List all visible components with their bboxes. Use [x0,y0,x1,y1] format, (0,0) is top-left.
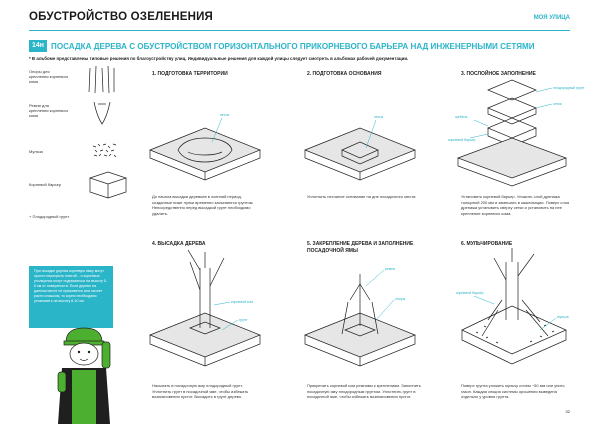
step-2-title: 2. ПОДГОТОВКА ОСНОВАНИЯ [307,71,382,77]
step-5-caption: Прикрепить корневой ком ремнями к крепле… [307,383,421,399]
step-4-title: 4. ВЫСАДКА ДЕРЕВА [152,241,206,247]
mascot-worker-illustration [57,327,111,424]
step-6-illustration: корневой барьер мульча [456,248,569,365]
step-5-title: 5. ЗАКРЕПЛЕНИЕ ДЕРЕВА И ЗАПОЛНЕНИЕ ПОСАД… [307,241,414,254]
step-5-illustration: ремни опоры [304,267,416,367]
annotation-s4-a: корневой ком [231,300,254,304]
page-number: 32 [565,409,570,414]
strap-icon [93,101,111,125]
step-2-caption: Уплотнить песчаное основание на дне поса… [307,194,417,199]
annotation-s3-d: корневой барьер [448,138,476,142]
annotation-s5-a: ремни [385,267,395,271]
step-3-title: 3. ПОСЛОЙНОЕ ЗАПОЛНЕНИЕ [461,71,536,77]
step-1-caption: До начала высадки деревьев в осенний пер… [152,194,254,216]
step-6-caption: Поверх грунта уложить мульчу слоем ~50 м… [461,383,565,399]
step-3-illustration: плодородный грунт сетка щебень корневой … [448,79,585,187]
annotation-s3-a: плодородный грунт [553,86,585,90]
brand-label: МОЯ УЛИЦА [533,15,570,21]
annotation-s6-b: мульча [557,315,569,319]
step-3-caption: Установить корневой барьер. Уложить слой… [461,194,570,216]
legend-label-barrier: Корневой барьер [29,182,62,187]
step-1-illustration: песок [149,113,261,181]
annotation-s1: песок [220,113,230,117]
legend-label-supports: Опоры для крепления корневого кома [29,69,69,84]
root-barrier-icon [88,171,128,199]
annotation-s2: песок [374,115,384,119]
annotation-s5-b: опоры [395,297,406,301]
note-text: * В альбоме представлены типовые решения… [29,56,409,61]
step-4-illustration: корневой ком грунт [149,249,261,367]
step-6-title: 6. МУЛЬЧИРОВАНИЕ [461,241,513,247]
page-title: ОБУСТРОЙСТВО ОЗЕЛЕНЕНИЯ [29,11,214,23]
section-code-badge: 14н [29,40,48,52]
legend-label-straps: Ремни для крепления корневого кома [29,103,69,118]
legend-label-mulch: Мульча [29,149,43,154]
section-title: ПОСАДКА ДЕРЕВА С ОБУСТРОЙСТВОМ ГОРИЗОНТА… [51,41,535,51]
support-stakes-icon [88,65,115,94]
step-4-caption: Насыпать в посадочную яму плодородный гр… [152,383,249,399]
header-rule [29,30,570,31]
annotation-s3-c: щебень [455,115,468,119]
callout-text: При посадке дерева корневую ямку могут п… [34,269,108,303]
annotation-s4-b: грунт [239,318,248,322]
annotation-s6-a: корневой барьер [456,291,484,295]
legend-extra: + Плодородный грунт [29,214,70,219]
section-header: 14н ПОСАДКА ДЕРЕВА С ОБУСТРОЙСТВОМ ГОРИЗ… [29,40,574,52]
mulch-icon [92,142,118,158]
callout-bubble [29,266,113,328]
step-2-illustration: песок [304,115,416,181]
annotation-s3-b: сетка [553,102,562,106]
step-1-title: 1. ПОДГОТОВКА ТЕРРИТОРИИ [152,71,228,77]
